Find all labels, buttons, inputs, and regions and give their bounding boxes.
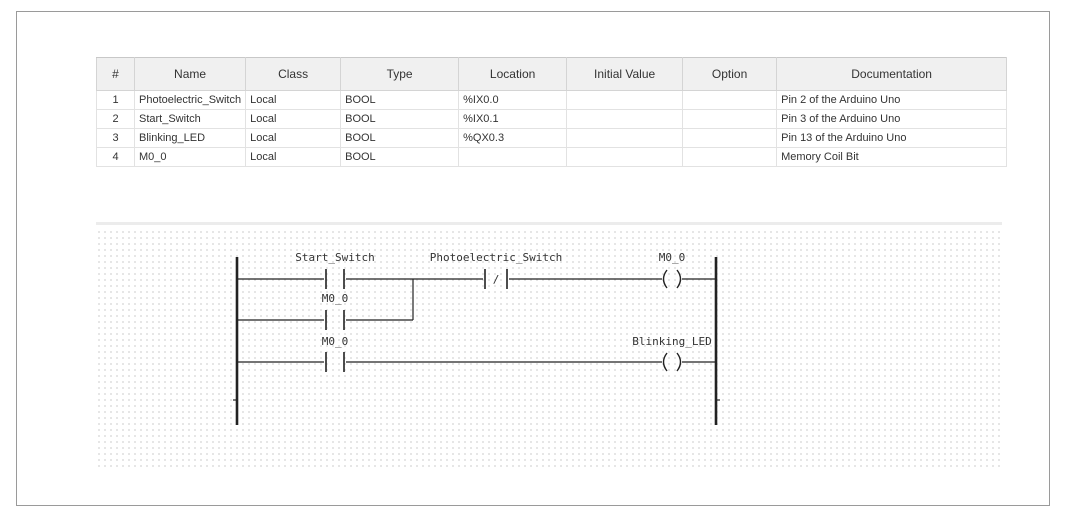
cell-name[interactable]: Blinking_LED <box>133 128 247 148</box>
cell-location[interactable]: %QX0.3 <box>458 128 568 148</box>
m0-coil-right[interactable] <box>676 269 682 289</box>
column-header-location[interactable]: Location <box>458 57 568 91</box>
ladder-diagram-canvas[interactable]: Start_Switch M0_0 Photoelectric_Switch /… <box>96 229 1002 469</box>
cell-type[interactable]: BOOL <box>340 147 460 167</box>
start-switch-label: Start_Switch <box>295 251 374 264</box>
led-coil-left[interactable] <box>662 352 668 372</box>
table-header-row: # Name Class Type Location Initial Value… <box>96 57 1008 91</box>
cell-location[interactable]: %IX0.1 <box>458 109 568 129</box>
cell-location[interactable]: %IX0.0 <box>458 90 568 110</box>
cell-option[interactable] <box>682 90 778 110</box>
cell-class[interactable]: Local <box>245 147 342 167</box>
cell-class[interactable]: Local <box>245 128 342 148</box>
column-header-option[interactable]: Option <box>682 57 778 91</box>
photoelectric-switch-contact[interactable] <box>484 269 508 289</box>
cell-location[interactable] <box>458 147 568 167</box>
cell-documentation[interactable]: Pin 13 of the Arduino Uno <box>776 128 1008 148</box>
column-header-number[interactable]: # <box>96 57 135 91</box>
m0-seal-contact[interactable] <box>325 310 345 330</box>
column-header-name[interactable]: Name <box>133 57 247 91</box>
pane-separator[interactable] <box>96 222 1002 225</box>
cell-name[interactable]: Start_Switch <box>133 109 247 129</box>
cell-documentation[interactable]: Pin 2 of the Arduino Uno <box>776 90 1008 110</box>
cell-documentation[interactable]: Pin 3 of the Arduino Uno <box>776 109 1008 129</box>
cell-number[interactable]: 1 <box>96 90 135 110</box>
m0-coil-left[interactable] <box>662 269 668 289</box>
column-header-initial-value[interactable]: Initial Value <box>566 57 684 91</box>
normally-closed-slash: / <box>493 273 500 286</box>
cell-type[interactable]: BOOL <box>340 90 460 110</box>
cell-number[interactable]: 2 <box>96 109 135 129</box>
cell-type[interactable]: BOOL <box>340 109 460 129</box>
table-row[interactable]: 2 Start_Switch Local BOOL %IX0.1 Pin 3 o… <box>96 109 1008 129</box>
cell-initial-value[interactable] <box>566 147 684 167</box>
cell-initial-value[interactable] <box>566 90 684 110</box>
cell-type[interactable]: BOOL <box>340 128 460 148</box>
m0-coil-label: M0_0 <box>659 251 686 264</box>
cell-number[interactable]: 3 <box>96 128 135 148</box>
photoelectric-switch-label: Photoelectric_Switch <box>430 251 562 264</box>
cell-name[interactable]: M0_0 <box>133 147 247 167</box>
column-header-type[interactable]: Type <box>340 57 460 91</box>
cell-initial-value[interactable] <box>566 109 684 129</box>
led-coil-right[interactable] <box>676 352 682 372</box>
cell-class[interactable]: Local <box>245 109 342 129</box>
table-row[interactable]: 1 Photoelectric_Switch Local BOOL %IX0.0… <box>96 90 1008 110</box>
cell-name[interactable]: Photoelectric_Switch <box>133 90 247 110</box>
cell-option[interactable] <box>682 147 778 167</box>
table-row[interactable]: 4 M0_0 Local BOOL Memory Coil Bit <box>96 147 1008 167</box>
column-header-documentation[interactable]: Documentation <box>776 57 1008 91</box>
m0-rung2-contact[interactable] <box>325 352 345 372</box>
cell-documentation[interactable]: Memory Coil Bit <box>776 147 1008 167</box>
cell-option[interactable] <box>682 128 778 148</box>
m0-rung2-label: M0_0 <box>322 335 349 348</box>
cell-class[interactable]: Local <box>245 90 342 110</box>
ladder-diagram: Start_Switch M0_0 Photoelectric_Switch /… <box>233 251 720 425</box>
table-row[interactable]: 3 Blinking_LED Local BOOL %QX0.3 Pin 13 … <box>96 128 1008 148</box>
cell-initial-value[interactable] <box>566 128 684 148</box>
blinking-led-coil-label: Blinking_LED <box>632 335 711 348</box>
m0-seal-label: M0_0 <box>322 292 349 305</box>
cell-number[interactable]: 4 <box>96 147 135 167</box>
cell-option[interactable] <box>682 109 778 129</box>
variables-table: # Name Class Type Location Initial Value… <box>96 57 1008 167</box>
column-header-class[interactable]: Class <box>245 57 342 91</box>
start-switch-contact[interactable] <box>325 269 345 289</box>
